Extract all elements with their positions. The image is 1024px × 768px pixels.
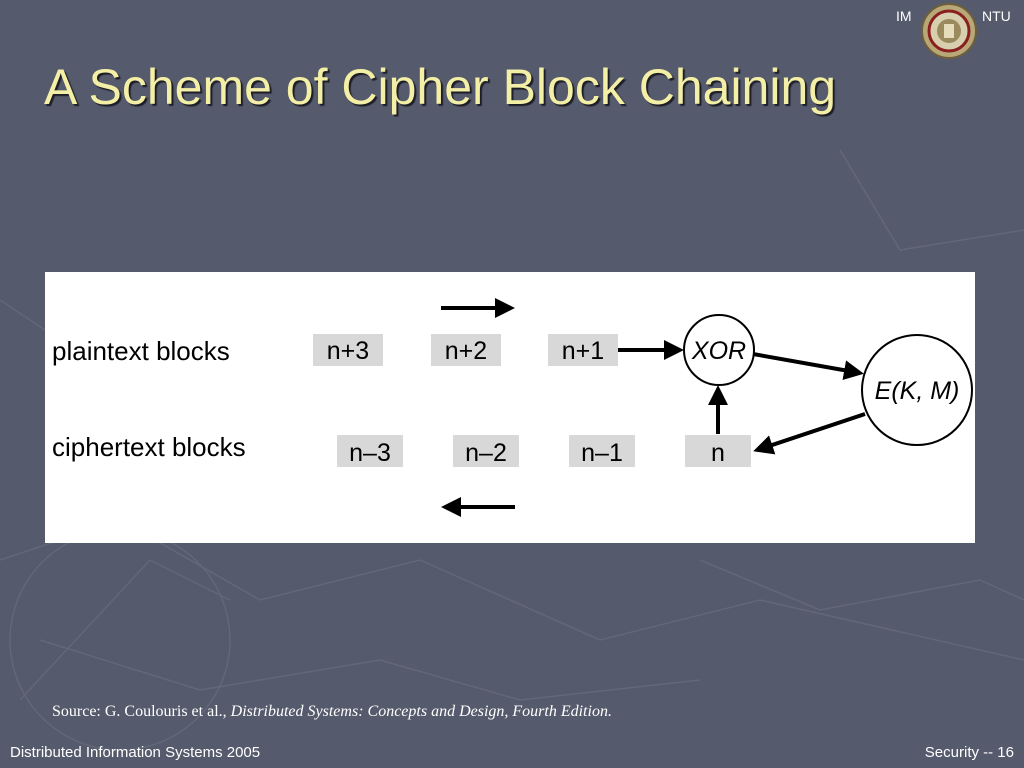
footer-slide-number: Security -- 16 [924, 744, 1014, 761]
ciphertext-row-label: ciphertext blocks [52, 432, 246, 462]
cbc-diagram: plaintext blocks ciphertext blocks n+3 n… [45, 272, 975, 543]
university-seal-icon [921, 3, 977, 59]
svg-text:E(K, M): E(K, M) [875, 377, 960, 405]
svg-text:n: n [711, 439, 725, 467]
svg-text:n+2: n+2 [445, 337, 487, 365]
ciphertext-block: n–3 [337, 435, 403, 467]
plaintext-block: n+3 [313, 334, 383, 366]
source-book-title: Distributed Systems: Concepts and Design… [230, 703, 612, 720]
source-citation: Source: G. Coulouris et al., Distributed… [52, 703, 612, 721]
slide-title: A Scheme of Cipher Block Chaining [44, 59, 837, 115]
svg-text:n+1: n+1 [562, 337, 604, 365]
arrow-xor-to-encrypt [752, 352, 864, 381]
source-prefix: Source: G. Coulouris et al., [52, 703, 227, 720]
footer-course-name: Distributed Information Systems 2005 [10, 744, 261, 761]
plaintext-row-label: plaintext blocks [52, 336, 230, 366]
svg-text:XOR: XOR [691, 337, 746, 365]
plaintext-block: n+2 [431, 334, 501, 366]
xor-node: XOR [683, 314, 755, 386]
arrow-encrypt-to-ciphertext [753, 412, 866, 455]
ciphertext-block: n–2 [453, 435, 519, 467]
ciphertext-block-current: n [685, 435, 751, 467]
svg-text:n+3: n+3 [327, 337, 369, 365]
svg-text:n–2: n–2 [465, 439, 507, 467]
plaintext-block: n+1 [548, 334, 618, 366]
header-im-label: IM [896, 8, 912, 24]
svg-text:n–1: n–1 [581, 439, 623, 467]
svg-text:n–3: n–3 [349, 439, 391, 467]
ciphertext-block: n–1 [569, 435, 635, 467]
encryption-node: E(K, M) [861, 334, 973, 446]
header-ntu-label: NTU [982, 8, 1011, 24]
